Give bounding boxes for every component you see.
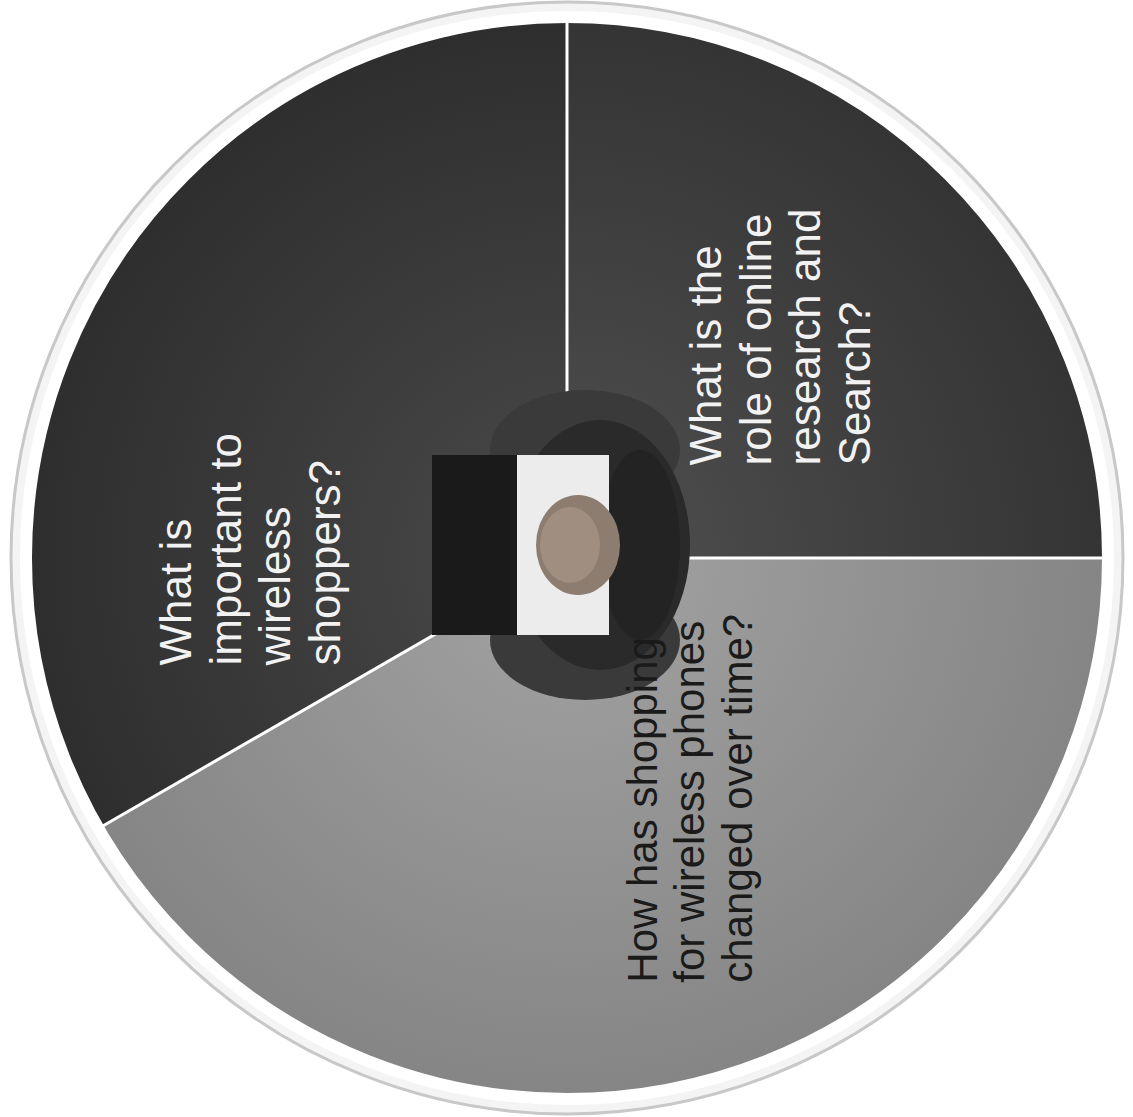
laptop-keyboard [517, 455, 609, 635]
head [536, 495, 620, 595]
laptop-lid [432, 455, 517, 635]
white-border-ring [26, 17, 1108, 1099]
sector-question: What is important to wireless shoppers? [151, 395, 350, 665]
torso [510, 420, 690, 670]
outer-shadow-ring [11, 2, 1123, 1114]
head-highlight [540, 507, 600, 583]
sector-label: What is important to wireless shoppers? [151, 395, 350, 665]
sector-label: What is the role of online research and … [681, 175, 880, 465]
sector-label: How has shopping for wireless phones cha… [619, 598, 761, 983]
sector-question: How has shopping for wireless phones cha… [619, 598, 761, 983]
sector-question: What is the role of online research and … [681, 175, 880, 465]
